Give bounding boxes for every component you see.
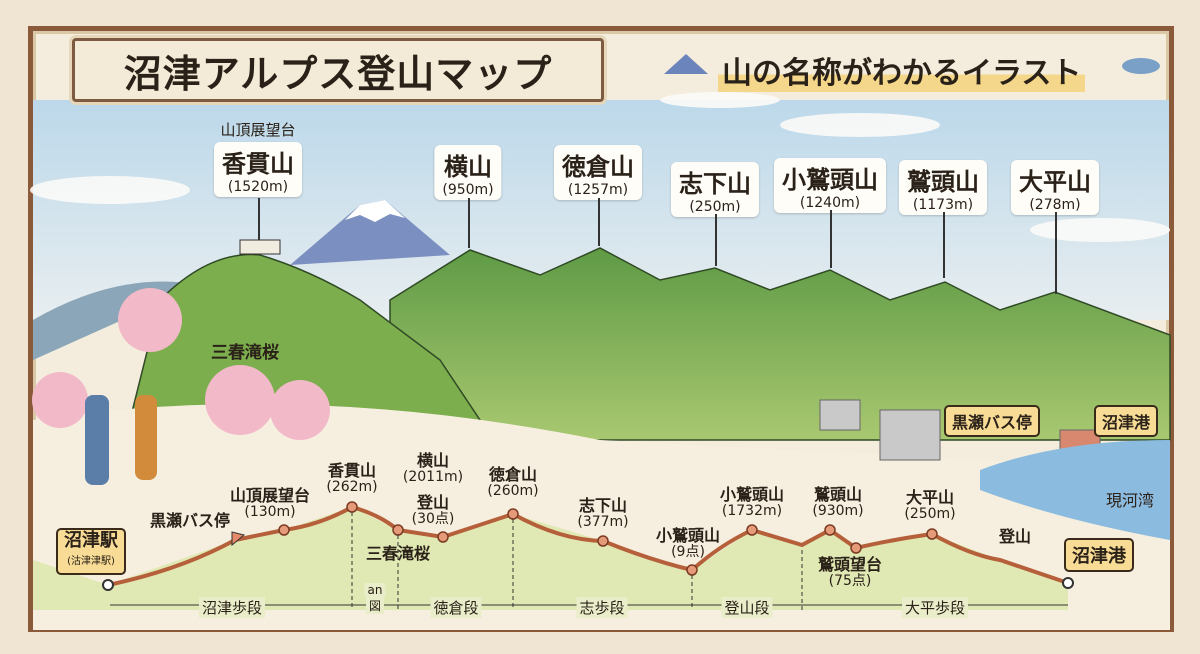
peak-name: 徳倉山 <box>562 153 634 181</box>
bay-label: 現河湾 <box>1105 491 1155 510</box>
map-title: 沼津アルプス登山マップ <box>72 38 604 102</box>
peak-elevation: (1520m) <box>227 179 289 195</box>
flag-icon <box>231 531 246 547</box>
segment-label: 大平歩段 <box>901 597 969 618</box>
profile-ground <box>33 507 1068 610</box>
peak-name: 小鷲頭山 <box>782 166 878 194</box>
peak-card-washizu[interactable]: 鷲頭山(1173m) <box>899 160 987 215</box>
sakura-label: 三春滝桜 <box>211 343 279 363</box>
profile-label: 三春滝桜 <box>365 544 431 563</box>
peak-elevation: (1240m) <box>799 195 861 211</box>
profile-label: 登山(30点) <box>411 493 455 527</box>
profile-label: 鷲頭望台(75点) <box>817 555 883 589</box>
peak-name: 香貫山 <box>222 150 294 178</box>
segment-label: an <box>364 583 386 597</box>
peak-elevation: (250m) <box>689 199 741 215</box>
peak-card-yokoyama[interactable]: 横山(950m) <box>434 145 502 200</box>
mt-fuji <box>290 200 450 265</box>
start-tag: 沼津駅 (沽津津駅) <box>56 528 126 575</box>
segment-label: 図 <box>365 597 385 614</box>
peak-elevation: (278m) <box>1029 197 1081 213</box>
bay <box>980 440 1170 540</box>
profile-label: 横山(2011m) <box>402 451 464 485</box>
profile-label: 小鷲頭山(1732m) <box>719 485 785 519</box>
peak-elevation: (950m) <box>442 182 494 198</box>
peak-elevation: (1173m) <box>912 197 974 213</box>
profile-label: 山頂展望台(130m) <box>229 486 311 520</box>
fuji-icon <box>664 54 708 74</box>
peak-name: 志下山 <box>679 170 751 198</box>
profile-label: 徳倉山(260m) <box>487 465 539 499</box>
profile-label: 登山 <box>998 527 1032 546</box>
profile-label: 志下山(377m) <box>577 496 629 530</box>
segment-label: 志歩段 <box>576 597 628 618</box>
peak-card-kanuki[interactable]: 香貫山(1520m) <box>214 142 302 197</box>
profile-label: 黒瀬バス停 <box>149 511 231 530</box>
end-point <box>1062 577 1074 589</box>
peak-name: 鷲頭山 <box>907 168 979 196</box>
mountain-range <box>389 247 1171 441</box>
start-sub: (沽津津駅) <box>67 556 115 567</box>
segment-label: 登山段 <box>721 597 773 618</box>
port-tag: 沼津港 <box>1094 405 1159 437</box>
segment-label: 沼津歩段 <box>198 597 266 618</box>
profile-label: 小鷲頭山(9点) <box>655 526 721 560</box>
summit-observatory-label: 山頂展望台 <box>220 121 296 139</box>
profile-label: 鷲頭山(930m) <box>812 485 864 519</box>
peak-card-tokura[interactable]: 徳倉山(1257m) <box>554 145 642 200</box>
peak-card-kowashizu[interactable]: 小鷲頭山(1240m) <box>774 158 886 213</box>
clouds <box>30 92 1170 242</box>
profile-label: 香貫山(262m) <box>326 461 378 495</box>
peak-elevation: (1257m) <box>567 182 629 198</box>
start-name: 沼津駅 <box>64 530 118 551</box>
cherry-trees <box>32 288 330 440</box>
peak-card-ohira[interactable]: 大平山(278m) <box>1011 160 1099 215</box>
peak-name: 横山 <box>443 153 492 181</box>
peak-card-shige[interactable]: 志下山(250m) <box>671 162 759 217</box>
hikers <box>85 395 157 485</box>
bus-stop-tag: 黒瀬バス停 <box>944 405 1041 437</box>
profile-label: 大平山(250m) <box>904 488 956 522</box>
map-subtitle: 山の名称がわかるイラスト <box>718 48 1086 92</box>
trail-line <box>107 504 1069 587</box>
segment-label: 徳倉段 <box>430 597 482 618</box>
fish-icon <box>1122 58 1160 74</box>
peak-name: 大平山 <box>1019 168 1091 196</box>
end-tag: 沼津港 <box>1064 538 1134 572</box>
start-point <box>102 579 114 591</box>
profile-points <box>278 501 938 576</box>
